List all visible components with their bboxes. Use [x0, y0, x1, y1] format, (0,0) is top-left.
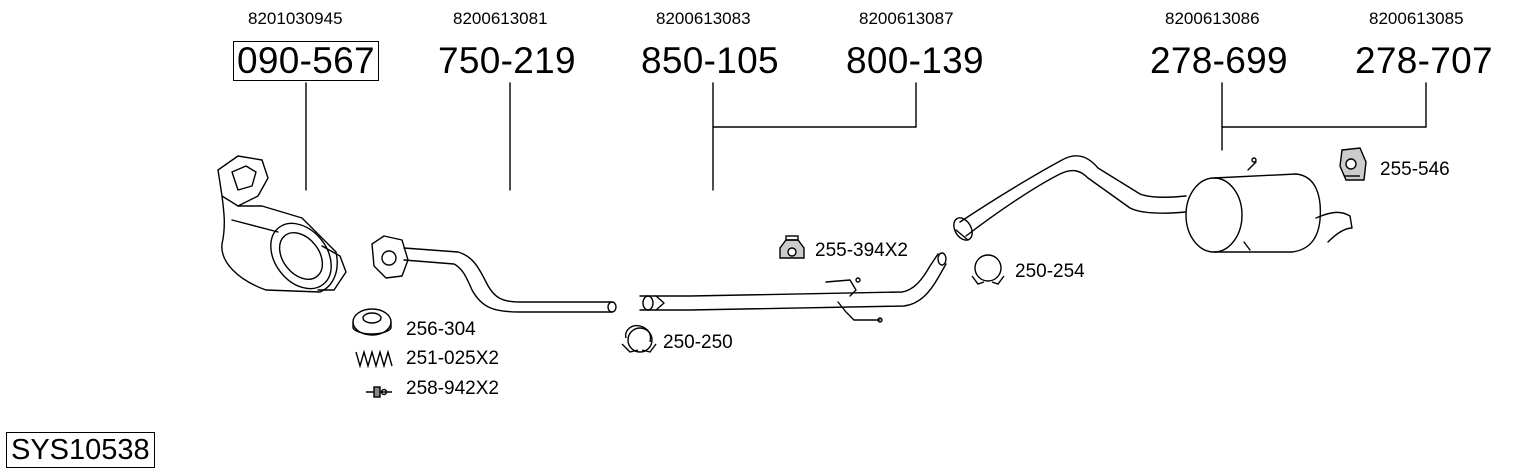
system-code-label: SYS10538	[6, 432, 155, 468]
oe-number: 8200613086	[1165, 9, 1260, 28]
front-pipe-drawing	[371, 235, 617, 313]
spring-icon	[355, 349, 393, 369]
leader-lines	[305, 82, 1427, 191]
accessory-label[interactable]: 250-254	[1015, 261, 1085, 282]
accessory-label[interactable]: 255-394X2	[815, 240, 908, 261]
oe-number: 8200613087	[859, 9, 954, 28]
pipe-clamp-icon	[621, 324, 657, 353]
accessory-label[interactable]: 258-942X2	[406, 378, 499, 399]
pipe-clamp-icon	[971, 254, 1005, 285]
rubber-mount-icon	[1339, 147, 1367, 181]
accessory-label[interactable]: 250-250	[663, 332, 733, 353]
bolt-icon	[366, 386, 392, 398]
rear-silencer-drawing	[953, 155, 1353, 253]
rubber-hanger-icon	[779, 235, 805, 259]
oe-number: 8200613081	[453, 9, 548, 28]
part-number[interactable]: 750-219	[438, 40, 576, 81]
part-number-selected[interactable]: 090-567	[233, 41, 379, 81]
oe-number: 8200613083	[656, 9, 751, 28]
part-number[interactable]: 278-707	[1355, 40, 1493, 81]
catalytic-converter-drawing	[217, 155, 347, 293]
part-number[interactable]: 278-699	[1150, 40, 1288, 81]
part-number[interactable]: 800-139	[846, 40, 984, 81]
oe-number: 8201030945	[248, 9, 343, 28]
oe-number: 8200613085	[1369, 9, 1464, 28]
accessory-label[interactable]: 251-025X2	[406, 348, 499, 369]
center-pipe-drawing	[639, 252, 947, 323]
accessory-label[interactable]: 255-546	[1380, 159, 1450, 180]
gasket-ring-icon	[352, 308, 392, 336]
part-number[interactable]: 850-105	[641, 40, 779, 81]
accessory-label[interactable]: 256-304	[406, 319, 476, 340]
